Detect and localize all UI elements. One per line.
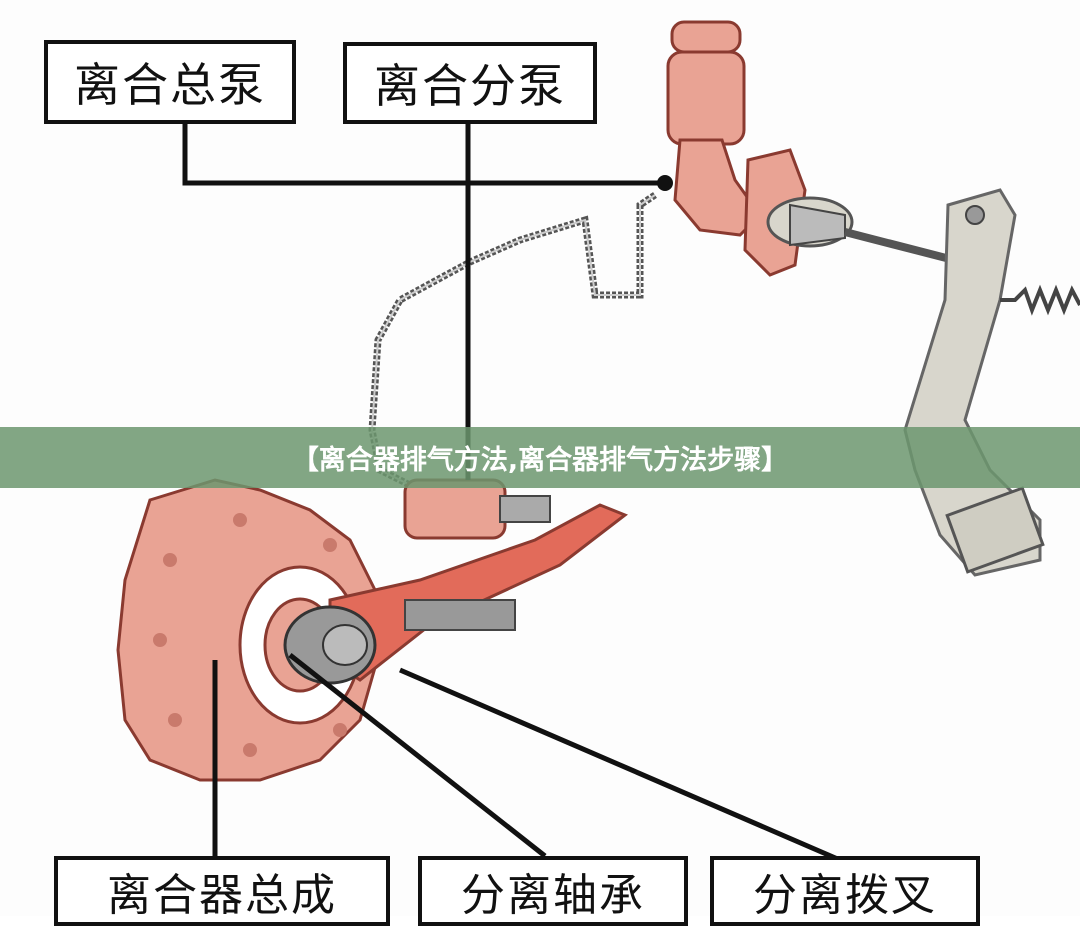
title-banner: 【离合器排气方法,离合器排气方法步骤】: [0, 427, 1080, 488]
label-slave-pump: 离合分泵: [343, 42, 597, 124]
clutch-pedal: [905, 190, 1043, 575]
release-bearing: [285, 607, 375, 683]
slave-cylinder: [405, 480, 550, 538]
label-master-pump: 离合总泵: [44, 40, 296, 124]
return-spring: [1000, 290, 1080, 310]
master-cylinder: [668, 22, 852, 275]
master-pump-leader-dot: [657, 175, 673, 191]
